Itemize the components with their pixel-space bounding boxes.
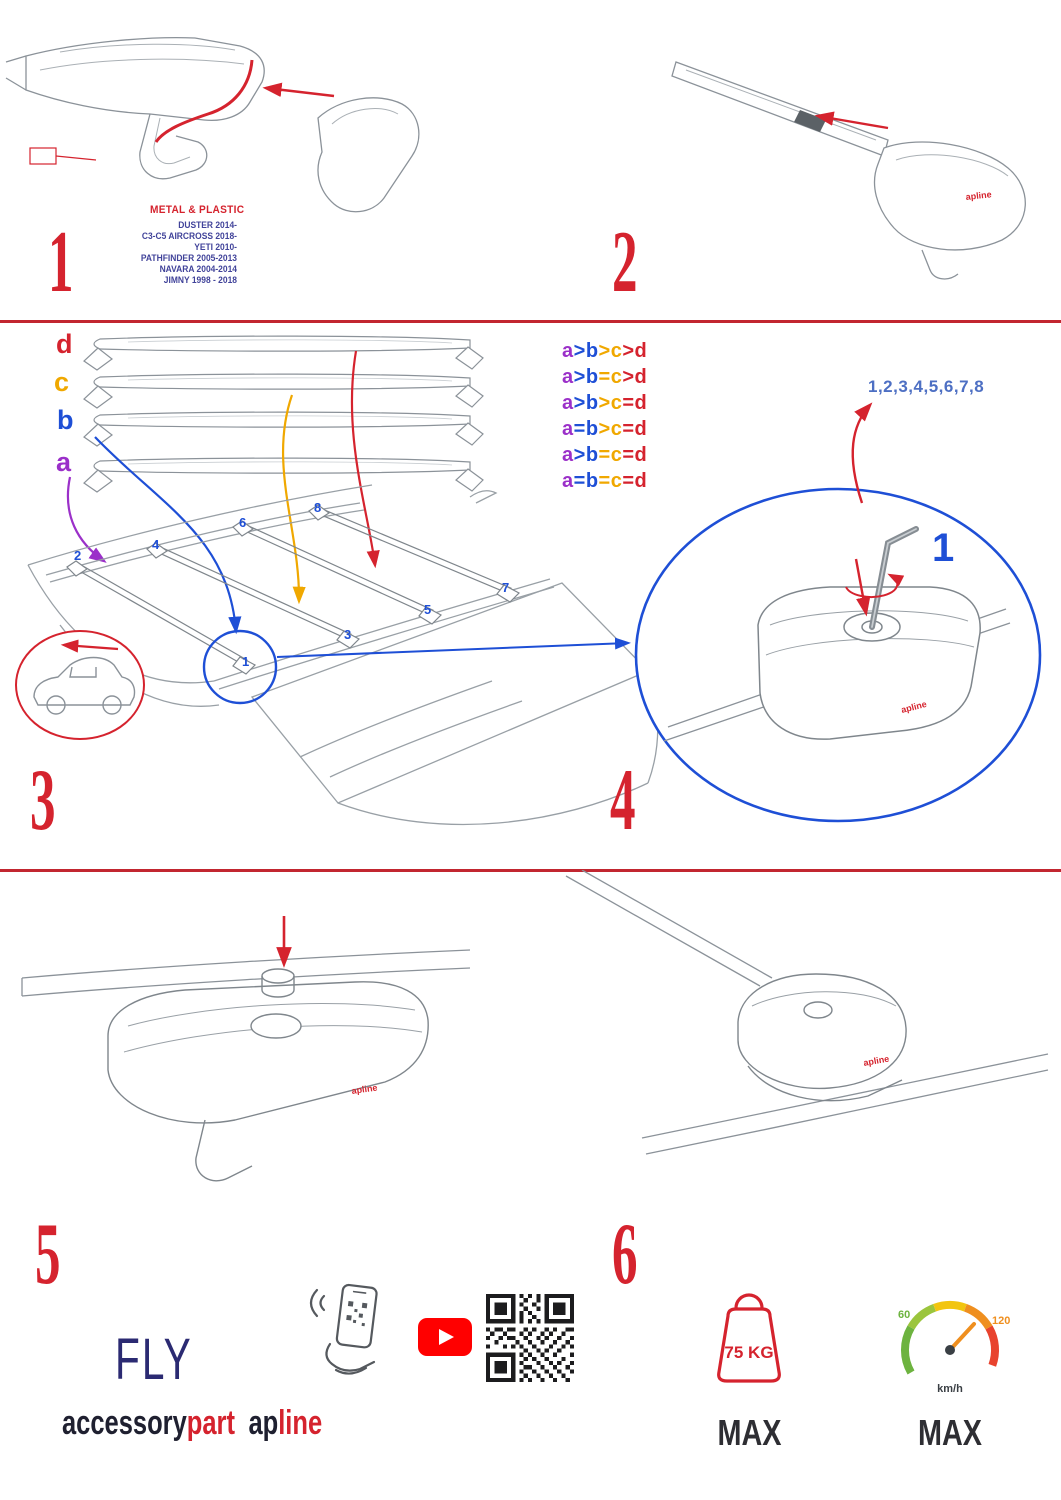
step-5-number: 5 — [35, 1206, 61, 1303]
step-4-number: 4 — [610, 752, 636, 849]
vehicle-model-list: DUSTER 2014-C3-C5 AIRCROSS 2018-YETI 201… — [140, 220, 237, 285]
speedometer-icon: 60 120 km/h — [898, 1300, 1010, 1395]
brand-part: part — [186, 1404, 235, 1442]
step-3-number: 3 — [30, 752, 56, 849]
speed-low-label: 60 — [898, 1309, 910, 1321]
speed-unit-label: km/h — [937, 1383, 963, 1395]
weight-max-label: MAX — [717, 1412, 782, 1453]
bar-label-a: a — [56, 447, 72, 477]
position-2: 2 — [74, 548, 82, 563]
step-1-number: 1 — [48, 214, 74, 311]
step3-step4-illustration: apline — [15, 335, 1042, 826]
apline-mark: apline — [965, 189, 992, 202]
step-2-number: 2 — [612, 214, 638, 311]
tightening-sequence: 1,2,3,4,5,6,7,8 — [868, 377, 985, 396]
position-5: 5 — [424, 602, 432, 617]
apline-mark: apline — [863, 1054, 890, 1068]
phone-scan-icon — [309, 1283, 378, 1375]
section-divider — [0, 869, 1061, 872]
position-1: 1 — [242, 654, 250, 669]
position-4: 4 — [152, 537, 160, 552]
apline-mark: apline — [351, 1082, 378, 1096]
brand-accessory: accessory — [62, 1404, 187, 1442]
step5-step6-illustration: apline apline — [21, 870, 1049, 1182]
step-6-number: 6 — [612, 1206, 638, 1303]
bar-label-d: d — [56, 329, 73, 359]
qr-code-icon — [486, 1294, 574, 1382]
bar-label-b: b — [57, 405, 74, 435]
weight-value: 75 KG — [724, 1343, 773, 1362]
material-label: METAL & PLASTIC — [150, 204, 245, 216]
youtube-play-icon — [418, 1318, 472, 1356]
position-3: 3 — [344, 627, 352, 642]
position-8: 8 — [314, 500, 322, 515]
speed-max-label: MAX — [918, 1412, 982, 1453]
max-weight-icon: 75 KG — [717, 1293, 781, 1383]
step1-step2-illustration: apline — [5, 36, 1026, 280]
section-divider — [0, 320, 1061, 323]
speed-high-label: 120 — [992, 1315, 1010, 1327]
brand-line: line — [278, 1404, 323, 1442]
brand-ap: ap — [248, 1404, 279, 1442]
bar-label-c: c — [54, 367, 70, 397]
position-7: 7 — [502, 580, 510, 595]
fly-wordmark: FLY — [115, 1327, 193, 1392]
position-6: 6 — [239, 515, 247, 530]
zoom-callout-number: 1 — [932, 526, 955, 570]
